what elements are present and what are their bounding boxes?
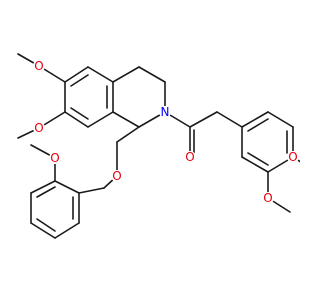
atom-o-6: O: [33, 59, 45, 73]
bond: [247, 152, 269, 166]
atom-o-7: O: [33, 121, 45, 135]
bond: [241, 111, 269, 128]
atom-label: O: [112, 169, 121, 183]
bond: [112, 66, 140, 83]
bond: [54, 222, 80, 239]
bond: [138, 66, 166, 83]
bond: [241, 156, 269, 173]
bond: [247, 118, 269, 132]
bond: [54, 180, 80, 194]
bond: [30, 180, 56, 194]
atom-label: O: [34, 59, 43, 73]
atom-label: O: [263, 191, 272, 205]
atom-o-meta: O: [262, 191, 274, 205]
bond: [78, 187, 105, 194]
bond: [112, 111, 140, 128]
bond: [30, 222, 56, 239]
bond: [70, 107, 89, 120]
atom-o-para: O: [287, 150, 299, 164]
bond: [267, 111, 294, 128]
atom-o-carbonyl: O: [184, 150, 196, 164]
atom-label: N: [161, 105, 170, 119]
bond: [70, 74, 89, 87]
bond: [87, 66, 114, 83]
atom-label: O: [288, 150, 297, 164]
bond: [36, 186, 56, 198]
atom-n-2: N: [159, 105, 171, 119]
bond: [64, 111, 89, 128]
atom-labels: O O N O O O O O: [33, 59, 299, 205]
atom-o-ortho: O: [49, 151, 61, 165]
atom-label: O: [50, 151, 59, 165]
bond: [216, 111, 243, 128]
atom-o-ether: O: [111, 169, 123, 183]
bond: [36, 218, 56, 232]
atom-label: O: [34, 121, 43, 135]
bond-layer: [17, 53, 300, 239]
atom-label: O: [185, 150, 194, 164]
bond: [116, 126, 140, 143]
bond: [189, 111, 218, 128]
bond: [64, 66, 89, 83]
bond: [87, 111, 114, 128]
molecule-structure: O O N O O O O O: [17, 53, 300, 239]
